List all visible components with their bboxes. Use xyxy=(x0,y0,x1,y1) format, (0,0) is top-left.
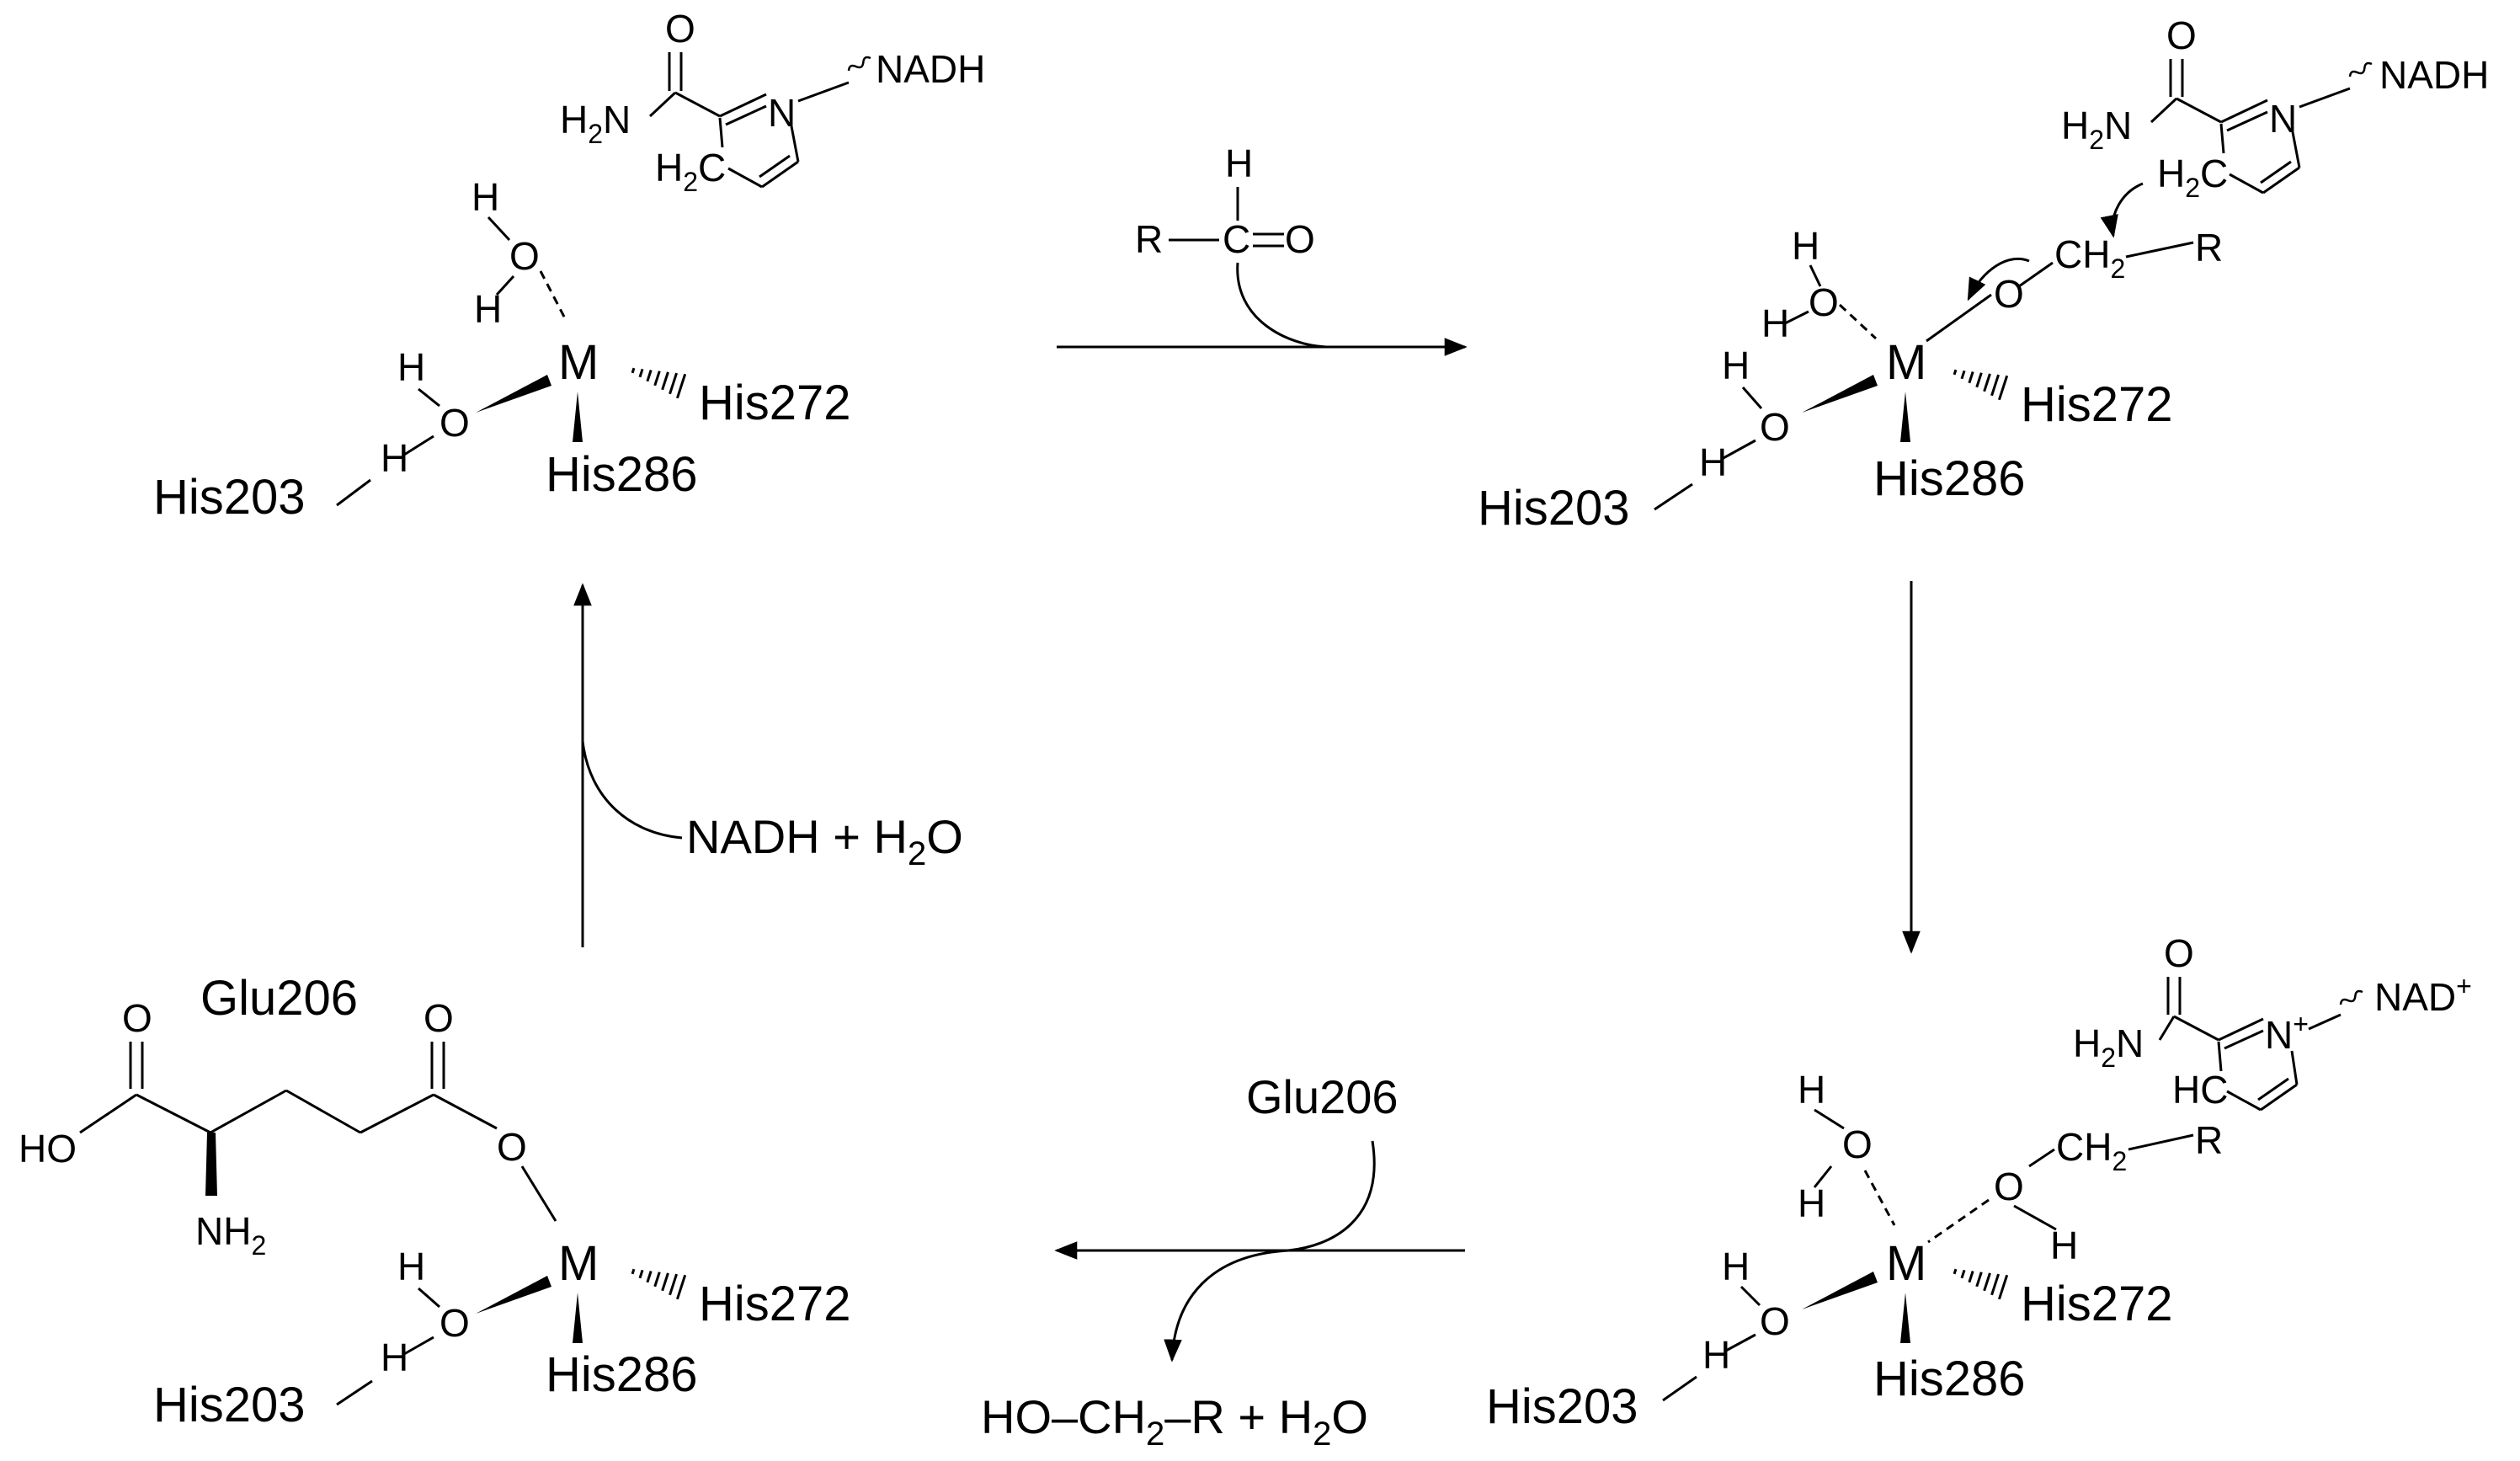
glu-in-label: Glu206 xyxy=(1246,1070,1399,1123)
svg-text:O: O xyxy=(424,996,454,1040)
svg-text:H: H xyxy=(1798,1068,1825,1112)
state-glu-bound: Glu206 O HO NH2 O O M His272 His286 xyxy=(19,971,851,1432)
metal-site-1: H O H M His272 His286 H O H His203 xyxy=(153,175,851,525)
metal-2: M xyxy=(1886,335,1926,390)
svg-text:NH2: NH2 xyxy=(195,1209,266,1261)
svg-text:H: H xyxy=(1699,440,1727,484)
svg-text:His203: His203 xyxy=(153,470,306,525)
curve-glu-in xyxy=(1287,1140,1376,1252)
svg-text:CH2: CH2 xyxy=(2054,232,2125,284)
metal-1: M xyxy=(558,335,599,390)
aldehyde-o: O xyxy=(1285,217,1315,261)
svg-text:H2C: H2C xyxy=(2157,152,2228,203)
svg-text:R: R xyxy=(2195,1118,2223,1162)
svg-text:H: H xyxy=(397,345,425,389)
metal-site-2: H O H M His272 His286 H O H His203 xyxy=(1478,224,2173,536)
curve-product-out xyxy=(1164,1249,1289,1362)
state-alcohol-bound: O H2N N+ HC NAD+ CH2 R O H xyxy=(1486,931,2472,1434)
svg-text:O: O xyxy=(2164,931,2194,975)
state-substrate-bound: O H2N N H2C NADH CH2 R O xyxy=(1478,13,2489,536)
nadh-water-leaving: NADH + H2O xyxy=(686,810,963,872)
aldehyde-c: C xyxy=(1223,217,1250,261)
svg-text:His286: His286 xyxy=(546,447,698,502)
svg-text:NADH: NADH xyxy=(2379,53,2489,97)
svg-text:His272: His272 xyxy=(2021,377,2173,432)
svg-text:His272: His272 xyxy=(2021,1277,2173,1331)
metal-4: M xyxy=(558,1236,599,1291)
aldehyde-h: H xyxy=(1225,141,1253,185)
svg-text:His272: His272 xyxy=(699,376,851,430)
product-label: HO–CH xyxy=(981,1390,1146,1443)
svg-text:O: O xyxy=(1760,405,1790,449)
svg-text:H: H xyxy=(381,1336,408,1379)
svg-text:H: H xyxy=(1792,224,1819,268)
svg-text:H: H xyxy=(397,1245,425,1288)
metal-site-4: M His272 His286 H O H His203 xyxy=(153,1236,851,1432)
product-leaving: HO–CH2–R + H2O xyxy=(981,1390,1368,1453)
svg-text:HC: HC xyxy=(2172,1068,2228,1112)
svg-text:O: O xyxy=(1994,272,2024,316)
cycle-arrows xyxy=(573,262,1921,1362)
glu-label: Glu206 xyxy=(200,971,358,1026)
svg-text:CH2: CH2 xyxy=(2056,1125,2127,1176)
svg-text:O: O xyxy=(1994,1165,2024,1208)
nadh-water-label: NADH + H xyxy=(686,810,908,863)
svg-text:H: H xyxy=(1798,1181,1825,1225)
svg-text:NAD+: NAD+ xyxy=(2374,971,2472,1019)
state-resting: O H2N N H2C NADH H O H M xyxy=(153,7,985,525)
nicotinamide-nadh-1: O H2N N H2C NADH xyxy=(560,7,985,197)
svg-text:O: O xyxy=(1809,280,1839,324)
svg-text:O: O xyxy=(440,1301,470,1345)
svg-text:O: O xyxy=(497,1125,527,1169)
svg-text:His203: His203 xyxy=(153,1378,306,1432)
aldehyde: H R C O xyxy=(1135,141,1315,261)
svg-text:HO–CH2–R + H2O: HO–CH2–R + H2O xyxy=(981,1390,1368,1453)
substrate-alcohol: CH2 R O H xyxy=(1927,1118,2223,1267)
svg-text:H: H xyxy=(1702,1333,1730,1377)
glutamate-entering: Glu206 xyxy=(1246,1070,1399,1123)
svg-text:O: O xyxy=(440,401,470,445)
svg-text:His286: His286 xyxy=(546,1347,698,1402)
svg-text:His286: His286 xyxy=(1873,1352,2026,1406)
svg-text:H: H xyxy=(381,436,408,480)
metal-site-3: H O H M His272 His286 H O H His203 xyxy=(1486,1068,2173,1434)
curve-aldehyde-in xyxy=(1236,262,1327,349)
svg-text:O: O xyxy=(665,7,695,51)
curve-nadh-out xyxy=(581,740,683,840)
svg-text:H: H xyxy=(1722,344,1750,387)
svg-text:NADH: NADH xyxy=(876,47,985,91)
glutamate-ligand: Glu206 O HO NH2 O O xyxy=(19,971,557,1261)
svg-text:HO: HO xyxy=(19,1127,77,1170)
svg-text:His286: His286 xyxy=(1873,451,2026,506)
svg-text:N+: N+ xyxy=(2265,1009,2309,1057)
svg-text:O: O xyxy=(1760,1299,1790,1343)
svg-text:O: O xyxy=(122,996,152,1040)
svg-text:H: H xyxy=(2050,1224,2078,1267)
nicotinamide-nadh-2: O H2N N H2C NADH xyxy=(2061,13,2489,238)
metal-3: M xyxy=(1886,1236,1926,1291)
svg-text:O: O xyxy=(509,234,540,278)
svg-text:R: R xyxy=(2195,226,2223,269)
svg-text:H2N: H2N xyxy=(2061,104,2132,155)
svg-text:H2N: H2N xyxy=(560,98,631,149)
substrate-alkoxide: CH2 R O xyxy=(1967,226,2223,316)
nicotinamide-nad-3: O H2N N+ HC NAD+ xyxy=(2073,931,2472,1112)
svg-text:H: H xyxy=(472,175,499,219)
aldehyde-r: R xyxy=(1135,217,1163,261)
svg-text:H: H xyxy=(1722,1245,1750,1288)
svg-text:H2C: H2C xyxy=(655,146,726,197)
svg-text:O: O xyxy=(1842,1122,1873,1166)
svg-text:His272: His272 xyxy=(699,1277,851,1331)
svg-text:His203: His203 xyxy=(1486,1379,1638,1434)
svg-text:His203: His203 xyxy=(1478,481,1630,536)
svg-text:O: O xyxy=(2166,13,2197,57)
svg-text:NADH + H2O: NADH + H2O xyxy=(686,810,963,872)
svg-text:H2N: H2N xyxy=(2073,1021,2144,1073)
